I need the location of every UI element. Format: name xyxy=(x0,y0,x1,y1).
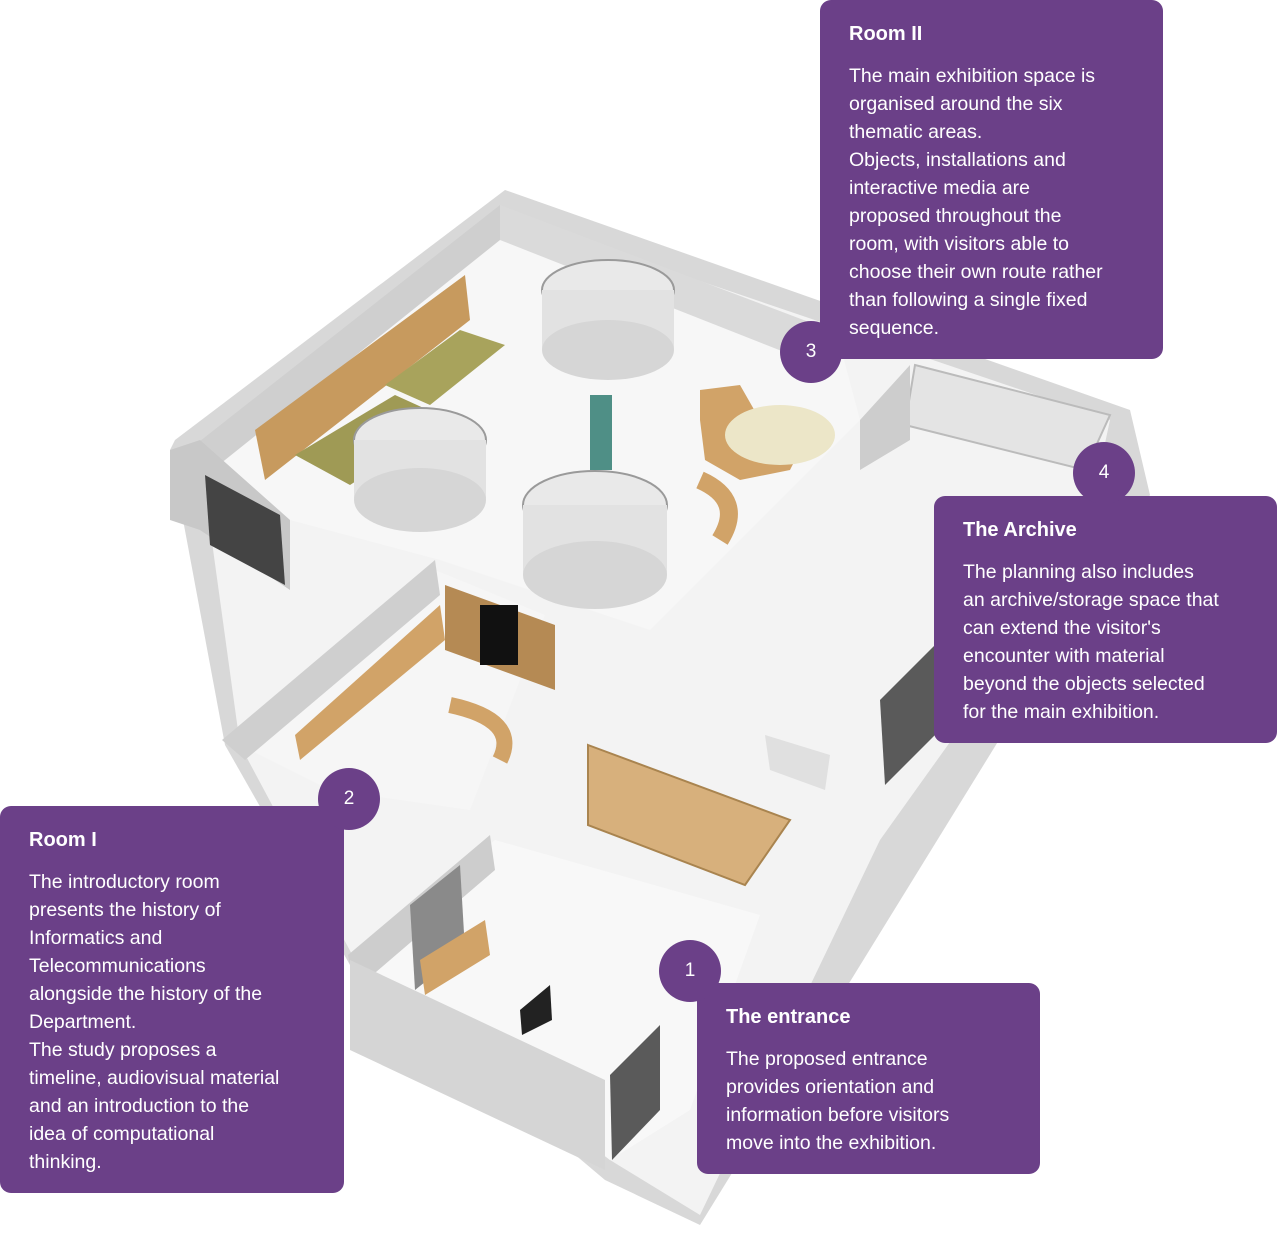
teal-column xyxy=(590,395,612,470)
rug-circle xyxy=(725,405,835,465)
callout-archive-text: The planning also includes an archive/st… xyxy=(963,561,1219,723)
olive-table-2 xyxy=(385,330,505,405)
room-i-cork-panel xyxy=(295,605,445,760)
right-grille-2 xyxy=(610,1025,660,1160)
archive-wall xyxy=(860,365,910,470)
callout-entrance-title: The entrance xyxy=(726,1006,851,1028)
callout-room-i-title: Room I xyxy=(29,829,97,851)
curved-bench-room-ii xyxy=(696,471,738,545)
callout-room-ii-text: The main exhibition space is organised a… xyxy=(849,65,1103,339)
badge-3: 3 xyxy=(780,321,842,383)
cylinder-installation-3 xyxy=(522,470,668,609)
badge-2: 2 xyxy=(318,768,380,830)
badge-4: 4 xyxy=(1073,442,1135,504)
storage-cabinets xyxy=(587,743,792,887)
entrance-screen xyxy=(520,985,552,1035)
callout-room-i: Room I The introductory room presents th… xyxy=(0,806,344,1193)
callout-room-ii: Room II The main exhibition space is org… xyxy=(820,0,1163,359)
callout-room-i-text: The introductory room presents the histo… xyxy=(29,871,280,1173)
room-ii-back-wall-left xyxy=(195,205,500,480)
callout-archive: The Archive The planning also includes a… xyxy=(934,496,1277,743)
room-i-doorway xyxy=(480,605,518,665)
cylinder-installation-1 xyxy=(541,259,675,380)
callout-entrance: The entrance The proposed entrance provi… xyxy=(697,983,1040,1174)
badge-1: 1 xyxy=(659,940,721,1002)
entrance-front-wall xyxy=(350,960,605,1170)
stairs xyxy=(765,735,830,790)
room-i-left-wall xyxy=(222,560,440,760)
callout-archive-title: The Archive xyxy=(963,519,1077,541)
cylinder-installation-2 xyxy=(353,407,487,532)
curved-bench-room-i xyxy=(448,697,513,764)
right-grille-1 xyxy=(880,645,935,785)
cork-wall-panel xyxy=(255,275,470,480)
callout-room-ii-title: Room II xyxy=(849,23,923,45)
room-ii-door-left xyxy=(205,475,285,585)
entrance-cabinet xyxy=(420,920,490,995)
callout-entrance-text: The proposed entrance provides orientati… xyxy=(726,1048,950,1154)
